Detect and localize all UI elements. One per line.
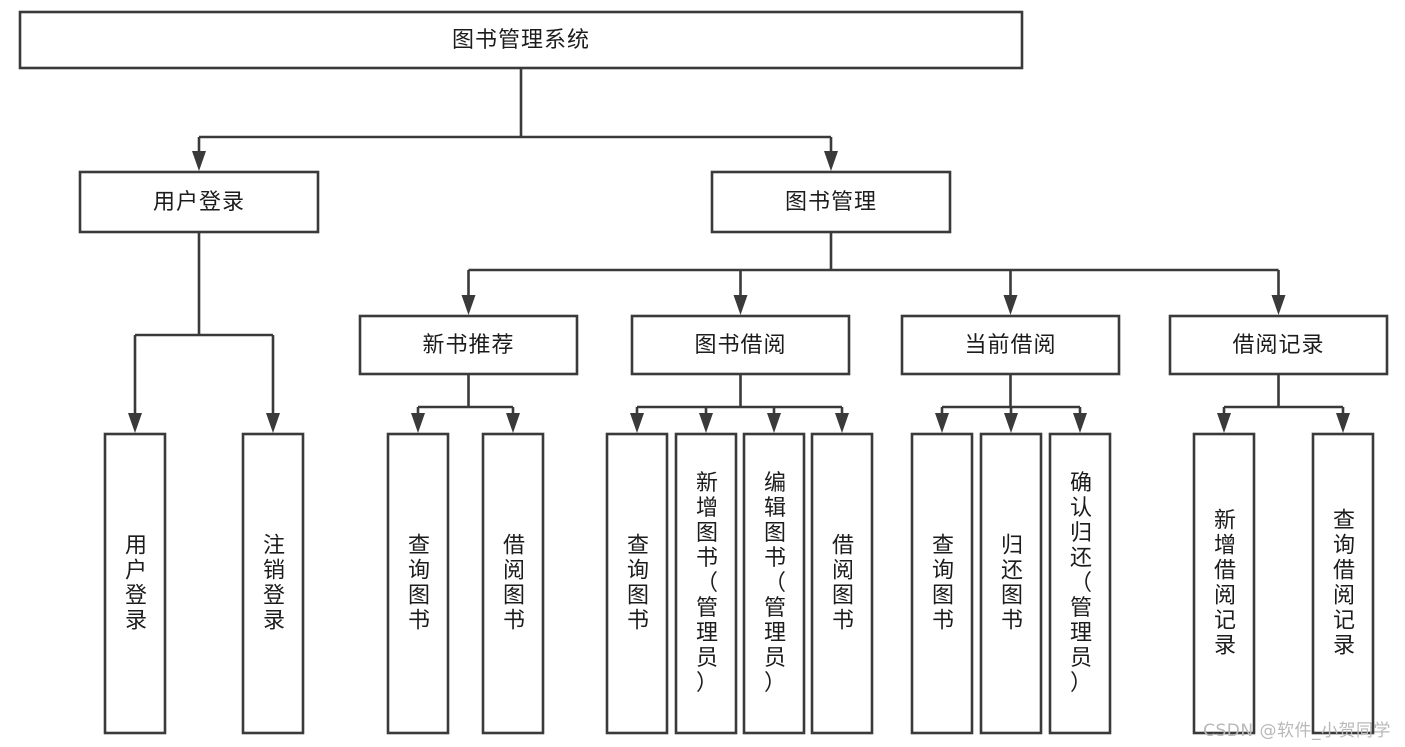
node-cb-return-book[interactable]: 归还图书 [979,432,1043,735]
node-current-borrow[interactable]: 当前借阅 [900,314,1121,376]
node-new-book-recommend[interactable]: 新书推荐 [358,314,579,376]
node-label-br-query-record: 查询借阅记录 [1333,509,1355,659]
arrow-head-icon [506,413,520,433]
node-box-bb-query-book[interactable] [605,432,669,735]
node-label-nbr-borrow-book: 借阅图书 [503,534,525,634]
arrow-head-icon [699,413,713,433]
node-box-user-logout[interactable] [241,432,305,735]
node-label-cb-confirm-return: 确认归还（管理员） [1070,471,1092,696]
node-label-book-borrow: 图书借阅 [694,333,786,358]
node-label-user-login: 用户登录 [153,190,245,215]
node-bb-add-book[interactable]: 新增图书（管理员） [674,432,738,735]
node-label-borrow-record: 借阅记录 [1232,333,1324,358]
node-box-br-add-record[interactable] [1192,432,1256,735]
node-label-nbr-query-book: 查询图书 [408,534,430,634]
node-box-bb-edit-book[interactable] [742,432,806,735]
node-box-bb-add-book[interactable] [674,432,738,735]
node-bb-borrow-book[interactable]: 借阅图书 [810,432,874,735]
arrow-head-icon [411,413,425,433]
arrow-head-icon [935,413,949,433]
node-label-br-add-record: 新增借阅记录 [1214,509,1236,659]
node-box-book-borrow[interactable] [630,314,851,376]
arrow-head-icon [824,151,838,171]
node-box-bb-borrow-book[interactable] [810,432,874,735]
arrow-head-icon [1004,413,1018,433]
node-label-bb-edit-book: 编辑图书（管理员） [764,471,786,696]
node-box-br-query-record[interactable] [1311,432,1375,735]
node-br-query-record[interactable]: 查询借阅记录 [1311,432,1375,735]
node-label-root: 图书管理系统 [452,28,590,53]
node-book-borrow[interactable]: 图书借阅 [630,314,851,376]
node-box-user-login[interactable] [78,170,320,234]
node-label-book-manage: 图书管理 [785,190,877,215]
node-box-nbr-borrow-book[interactable] [481,432,545,735]
node-box-borrow-record[interactable] [1168,314,1389,376]
node-nbr-borrow-book[interactable]: 借阅图书 [481,432,545,735]
node-br-add-record[interactable]: 新增借阅记录 [1192,432,1256,735]
node-label-cb-return-book: 归还图书 [1001,534,1023,634]
node-label-cb-query-book: 查询图书 [932,534,954,634]
node-box-nbr-query-book[interactable] [386,432,450,735]
arrow-head-icon [733,295,748,315]
node-label-user-logout: 注销登录 [263,534,285,634]
node-user-logout[interactable]: 注销登录 [241,432,305,735]
node-label-new-book-recommend: 新书推荐 [422,333,514,358]
arrow-head-icon [266,413,280,433]
node-box-current-borrow[interactable] [900,314,1121,376]
node-label-current-borrow: 当前借阅 [964,333,1056,358]
node-box-user-login-do[interactable] [103,432,167,735]
arrow-head-icon [1336,413,1350,433]
node-label-user-login-do: 用户登录 [125,534,147,634]
node-label-bb-borrow-book: 借阅图书 [832,534,854,634]
node-borrow-record[interactable]: 借阅记录 [1168,314,1389,376]
node-box-cb-query-book[interactable] [910,432,974,735]
node-user-login[interactable]: 用户登录 [78,170,320,234]
connector-lines [128,68,1350,433]
node-bb-edit-book[interactable]: 编辑图书（管理员） [742,432,806,735]
arrow-head-icon [1217,413,1231,433]
node-book-manage[interactable]: 图书管理 [710,170,952,234]
arrow-head-icon [1003,295,1018,315]
node-cb-confirm-return[interactable]: 确认归还（管理员） [1048,432,1112,735]
node-nbr-query-book[interactable]: 查询图书 [386,432,450,735]
node-box-root[interactable] [18,10,1024,70]
node-box-cb-return-book[interactable] [979,432,1043,735]
node-box-book-manage[interactable] [710,170,952,234]
node-label-bb-query-book: 查询图书 [627,534,649,634]
arrow-head-icon [835,413,849,433]
node-boxes: 图书管理系统用户登录用户登录注销登录图书管理新书推荐查询图书借阅图书图书借阅查询… [18,10,1389,735]
arrow-head-icon [630,413,644,433]
arrow-head-icon [767,413,781,433]
node-root[interactable]: 图书管理系统 [18,10,1024,70]
node-bb-query-book[interactable]: 查询图书 [605,432,669,735]
node-box-new-book-recommend[interactable] [358,314,579,376]
arrow-head-icon [192,151,206,171]
node-user-login-do[interactable]: 用户登录 [103,432,167,735]
node-cb-query-book[interactable]: 查询图书 [910,432,974,735]
node-label-bb-add-book: 新增图书（管理员） [696,471,718,696]
node-box-cb-confirm-return[interactable] [1048,432,1112,735]
arrow-head-icon [461,295,476,315]
arrow-head-icon [1271,295,1286,315]
arrow-head-icon [128,413,142,433]
arrow-head-icon [1073,413,1087,433]
